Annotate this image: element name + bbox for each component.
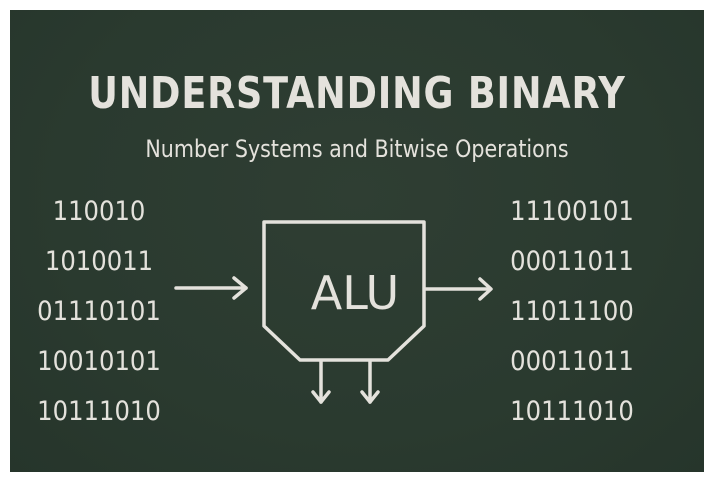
- input-arrow-icon: [174, 276, 248, 300]
- input-binary-list: 110010 1010011 01110101 10010101 1011101…: [24, 187, 174, 437]
- down-arrow-icon: [311, 359, 331, 404]
- subtitle: Number Systems and Bitwise Operations: [145, 135, 569, 163]
- input-value: 110010: [52, 196, 146, 227]
- output-value: 11100101: [510, 196, 634, 227]
- output-arrow-icon: [424, 277, 493, 301]
- input-value: 1010011: [44, 246, 154, 277]
- down-arrow-icon: [360, 359, 380, 404]
- input-value: 10010101: [37, 346, 161, 377]
- input-value: 10111010: [37, 396, 161, 427]
- input-value: 01110101: [37, 296, 161, 327]
- chalkboard: UNDERSTANDING BINARY Number Systems and …: [10, 10, 704, 472]
- output-value: 11011100: [510, 296, 634, 327]
- output-value: 00011011: [510, 246, 634, 277]
- alu-diagram: [174, 220, 493, 404]
- output-value: 00011011: [510, 346, 634, 377]
- alu-block: [262, 220, 426, 362]
- output-binary-list: 11100101 00011011 11011100 00011011 1011…: [502, 187, 642, 437]
- title: UNDERSTANDING BINARY: [88, 68, 626, 119]
- alu-label: ALU: [310, 266, 400, 320]
- output-value: 10111010: [510, 396, 634, 427]
